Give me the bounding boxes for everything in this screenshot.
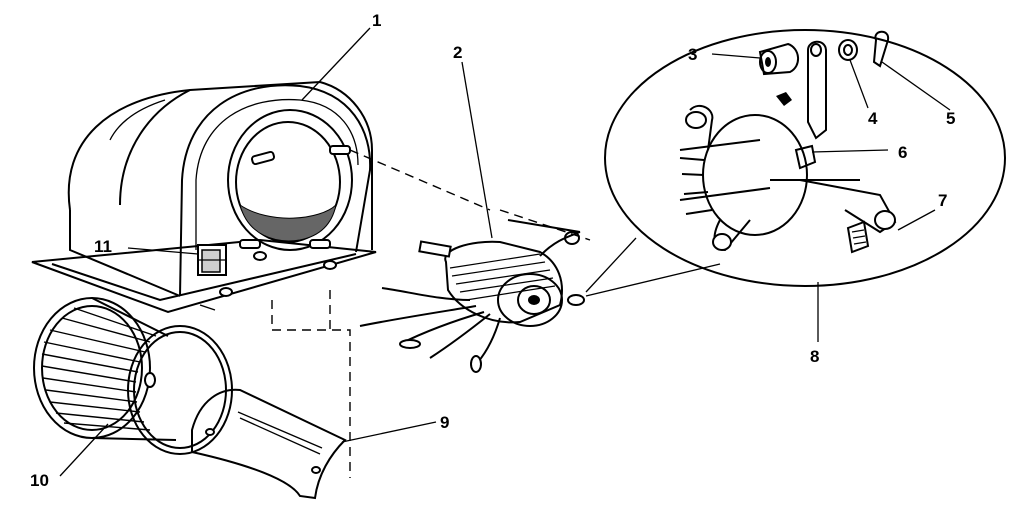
callout-6: 6 <box>898 143 907 162</box>
callout-2: 2 <box>453 43 462 62</box>
mount-clip <box>794 144 817 170</box>
blower-housing <box>31 80 377 314</box>
motor <box>359 219 585 373</box>
mount-bolt <box>846 220 870 254</box>
callout-5: 5 <box>946 109 955 128</box>
blower-wheel <box>33 297 233 455</box>
detail-bubble <box>585 29 1006 297</box>
callout-8: 8 <box>810 347 819 366</box>
callout-9: 9 <box>440 413 449 432</box>
assembly-lines <box>271 149 591 478</box>
cutoff-plate <box>191 388 347 500</box>
wheel-blades <box>41 307 157 431</box>
washer <box>838 39 858 61</box>
callout-4: 4 <box>868 109 878 128</box>
callout-3: 3 <box>688 45 697 64</box>
callout-7: 7 <box>938 191 947 210</box>
mount-arm <box>807 40 827 140</box>
cotter-pin <box>872 30 890 68</box>
motor-mount <box>679 104 897 252</box>
callout-labels: 1 2 3 4 5 6 7 8 9 10 11 <box>30 11 955 490</box>
mount-nut <box>758 42 799 106</box>
callout-10: 10 <box>30 471 49 490</box>
capacitor-bracket <box>197 244 227 276</box>
leader-lines <box>59 27 951 477</box>
callout-1: 1 <box>372 11 381 30</box>
callout-11: 11 <box>94 237 112 256</box>
